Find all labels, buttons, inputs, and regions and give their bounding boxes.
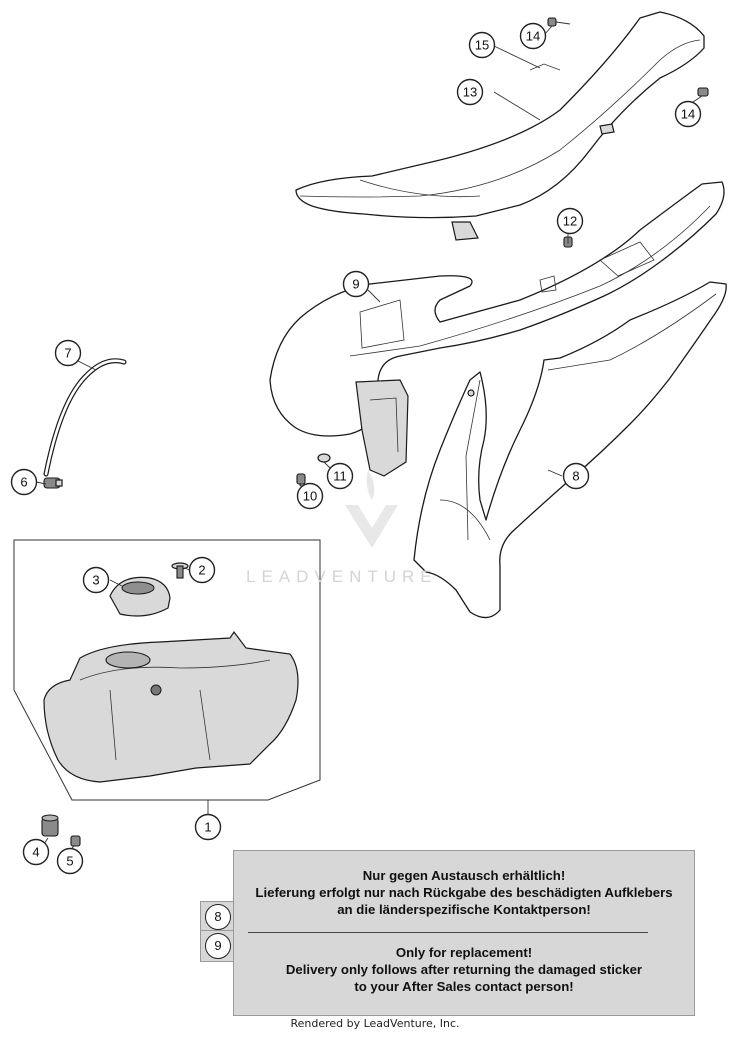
callout-14-right: 14 [674,100,702,128]
callout-4: 4 [22,838,50,866]
hose-fitting-6 [43,477,63,489]
note-en-line-2: Delivery only follows after returning th… [285,962,643,977]
svg-text:4: 4 [32,845,39,860]
svg-text:8: 8 [572,469,579,484]
radiator-shroud [413,281,727,619]
note-en-line-1: Only for replacement! [395,945,533,960]
svg-text:3: 3 [92,573,99,588]
svg-text:5: 5 [66,854,73,869]
callout-3: 3 [82,566,110,594]
svg-text:14: 14 [526,29,540,44]
side-panel [269,181,725,477]
note-de-line-1: Nur gegen Austausch erhältlich! [362,868,566,883]
svg-text:7: 7 [64,346,71,361]
callout-11: 11 [326,462,354,490]
note-ref-8-label: 8 [205,904,231,930]
callout-7: 7 [54,339,82,367]
note-ref-8: 8 [200,901,235,933]
watermark-logo [345,470,398,548]
svg-text:6: 6 [20,475,27,490]
note-en-line-3: to your After Sales contact person! [354,979,574,994]
rubber-spacer-4 [41,814,59,837]
callout-2: 2 [188,556,216,584]
note-de-line-2: Lieferung erfolgt nur nach Rückgabe des … [255,885,673,900]
svg-text:12: 12 [563,214,577,229]
washer-11 [317,453,331,463]
watermark-text: LEADVENTURE [246,567,438,586]
svg-text:1: 1 [204,820,211,835]
note-de-line-3: an die länderspezifische Kontaktperson! [337,902,591,917]
callout-6: 6 [10,468,38,496]
note-ref-9: 9 [200,930,235,962]
callout-8: 8 [562,462,590,490]
callout-1: 1 [194,813,222,841]
callout-13: 13 [456,78,484,106]
svg-text:10: 10 [303,489,317,504]
callout-5: 5 [56,847,84,875]
svg-text:11: 11 [333,469,347,484]
note-ref-9-label: 9 [205,933,231,959]
leader-lines [35,25,703,849]
svg-text:15: 15 [475,38,489,53]
svg-text:2: 2 [198,563,205,578]
note-separator [248,932,648,933]
replacement-note: Nur gegen Austausch erhältlich! Lieferun… [233,850,695,1016]
screw-14-top [547,17,571,27]
vent-hose [43,358,127,477]
screw-14-right [697,87,709,97]
screw-5 [70,835,81,847]
screw-2 [171,562,189,579]
svg-text:13: 13 [463,85,477,100]
tank-assembly-frame [13,539,321,801]
callout-12: 12 [556,207,584,235]
callout-10: 10 [296,482,324,510]
callout-14-top: 14 [519,22,547,50]
filler-cap [109,576,171,617]
seat [295,11,705,241]
svg-text:9: 9 [352,277,359,292]
fuel-tank [43,630,299,783]
callout-9: 9 [342,270,370,298]
footer-credit: Rendered by LeadVenture, Inc. [290,1017,460,1030]
svg-text:14: 14 [681,107,695,122]
callout-15: 15 [468,31,496,59]
